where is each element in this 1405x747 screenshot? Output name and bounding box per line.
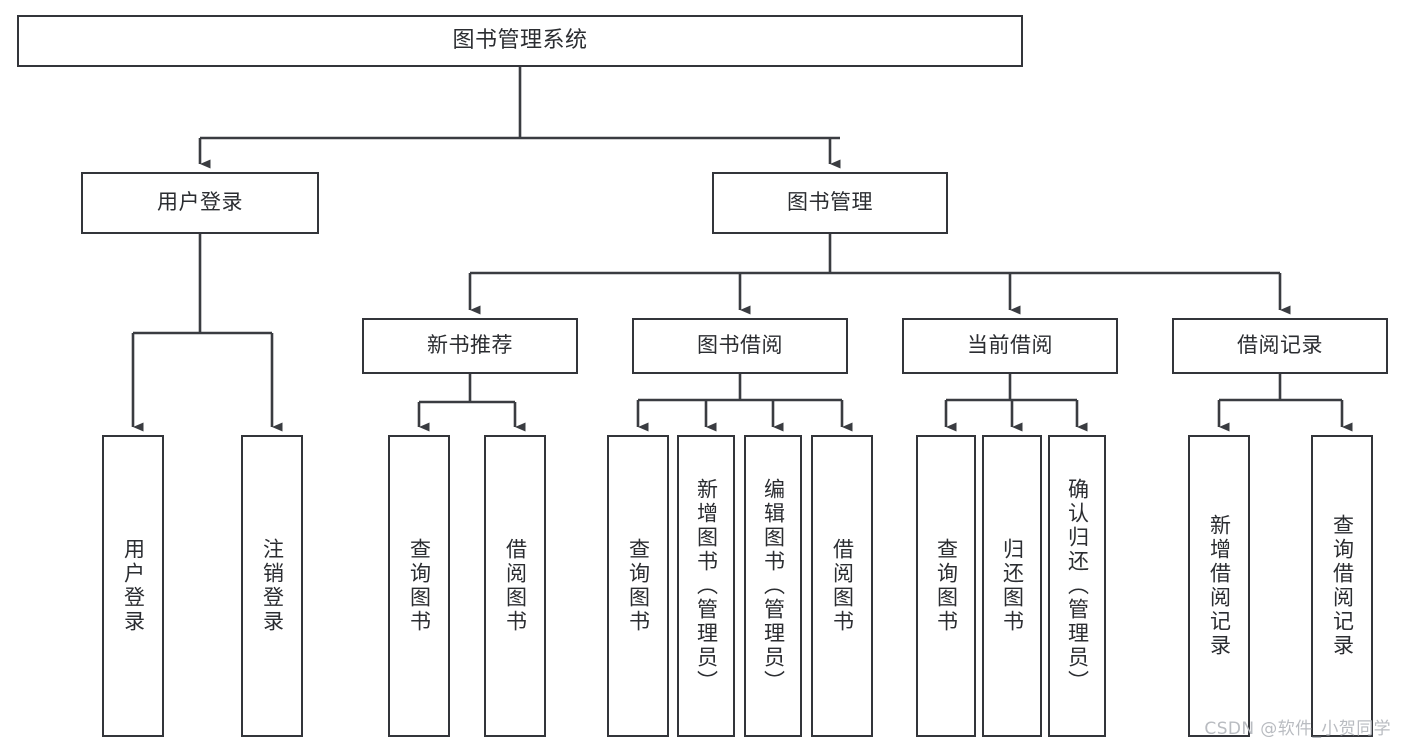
node-leaf-user-login[interactable]: 用户登录 bbox=[102, 435, 164, 737]
node-leaf-edit-book[interactable]: 编辑图书（管理员） bbox=[744, 435, 802, 737]
node-leaf-user-login-label: 用户登录 bbox=[121, 538, 146, 634]
node-current-borrow[interactable]: 当前借阅 bbox=[902, 318, 1118, 374]
node-leaf-borrow-book-1[interactable]: 借阅图书 bbox=[484, 435, 546, 737]
node-book-management-label: 图书管理 bbox=[787, 190, 873, 215]
node-user-login-label: 用户登录 bbox=[157, 190, 243, 215]
node-leaf-confirm-return-label: 确认归还（管理员） bbox=[1065, 478, 1090, 694]
node-leaf-edit-book-label: 编辑图书（管理员） bbox=[761, 478, 786, 694]
node-leaf-logout[interactable]: 注销登录 bbox=[241, 435, 303, 737]
node-leaf-query-book-3-label: 查询图书 bbox=[934, 538, 959, 634]
node-book-management[interactable]: 图书管理 bbox=[712, 172, 948, 234]
node-root[interactable]: 图书管理系统 bbox=[17, 15, 1023, 67]
node-borrow-record-label: 借阅记录 bbox=[1237, 333, 1323, 358]
node-book-borrow[interactable]: 图书借阅 bbox=[632, 318, 848, 374]
node-leaf-borrow-book-1-label: 借阅图书 bbox=[503, 538, 528, 634]
node-leaf-query-book-2[interactable]: 查询图书 bbox=[607, 435, 669, 737]
node-leaf-confirm-return[interactable]: 确认归还（管理员） bbox=[1048, 435, 1106, 737]
node-user-login[interactable]: 用户登录 bbox=[81, 172, 319, 234]
watermark: CSDN @软件_小贺同学 bbox=[1204, 719, 1391, 739]
node-leaf-query-borrow-record-label: 查询借阅记录 bbox=[1330, 514, 1355, 658]
node-root-label: 图书管理系统 bbox=[452, 27, 588, 53]
node-new-book-recommend[interactable]: 新书推荐 bbox=[362, 318, 578, 374]
node-leaf-add-book[interactable]: 新增图书（管理员） bbox=[677, 435, 735, 737]
node-leaf-query-book-1-label: 查询图书 bbox=[407, 538, 432, 634]
node-current-borrow-label: 当前借阅 bbox=[967, 333, 1053, 358]
node-leaf-borrow-book-2[interactable]: 借阅图书 bbox=[811, 435, 873, 737]
node-leaf-borrow-book-2-label: 借阅图书 bbox=[830, 538, 855, 634]
node-leaf-logout-label: 注销登录 bbox=[260, 538, 285, 634]
node-leaf-return-book[interactable]: 归还图书 bbox=[982, 435, 1042, 737]
node-leaf-query-book-3[interactable]: 查询图书 bbox=[916, 435, 976, 737]
node-leaf-add-borrow-record-label: 新增借阅记录 bbox=[1207, 514, 1232, 658]
node-leaf-add-book-label: 新增图书（管理员） bbox=[694, 478, 719, 694]
node-leaf-query-borrow-record[interactable]: 查询借阅记录 bbox=[1311, 435, 1373, 737]
node-new-book-recommend-label: 新书推荐 bbox=[427, 333, 513, 358]
node-leaf-query-book-1[interactable]: 查询图书 bbox=[388, 435, 450, 737]
node-book-borrow-label: 图书借阅 bbox=[697, 333, 783, 358]
node-leaf-return-book-label: 归还图书 bbox=[1000, 538, 1025, 634]
node-borrow-record[interactable]: 借阅记录 bbox=[1172, 318, 1388, 374]
node-leaf-query-book-2-label: 查询图书 bbox=[626, 538, 651, 634]
node-leaf-add-borrow-record[interactable]: 新增借阅记录 bbox=[1188, 435, 1250, 737]
